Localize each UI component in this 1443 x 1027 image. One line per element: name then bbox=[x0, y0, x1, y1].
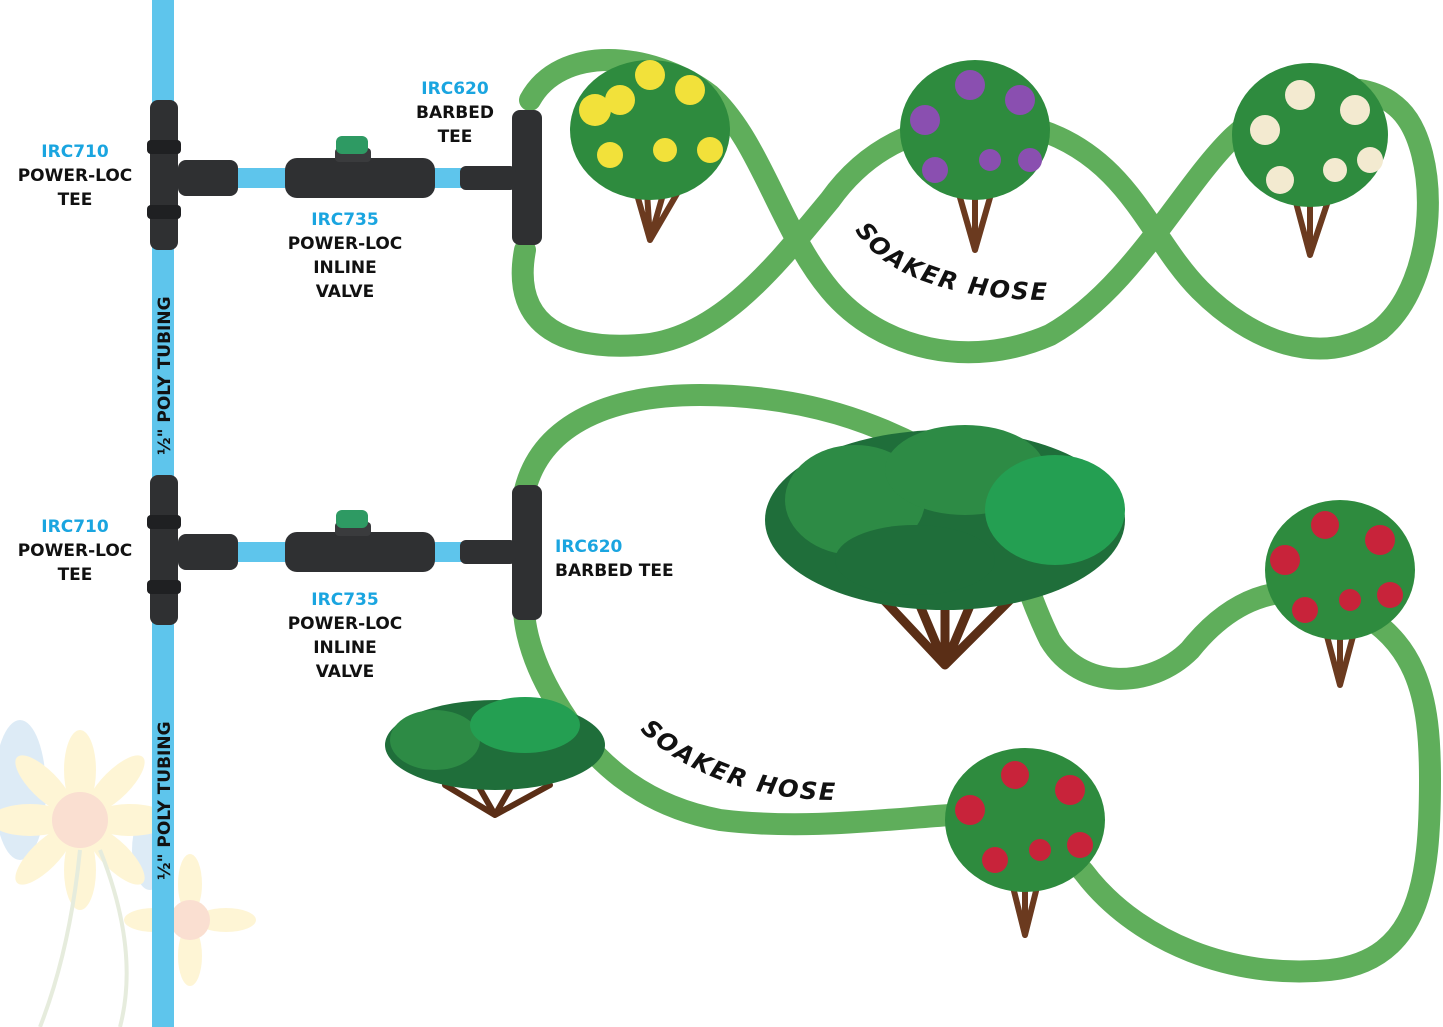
valve-line1-2: POWER-LOC bbox=[287, 614, 403, 634]
barbed-tee-line1-2: BARBED TEE bbox=[555, 561, 674, 581]
barbed-tee-code-1: IRC620 bbox=[421, 79, 489, 99]
inline-valve-2 bbox=[285, 510, 435, 572]
barbed-tee-label-1: IRC620 BARBED TEE bbox=[400, 77, 510, 149]
soaker-hose-1 bbox=[511, 49, 1439, 364]
poly-tubing-label-lower: ½" POLY TUBING bbox=[155, 721, 175, 880]
inline-valve-1 bbox=[285, 136, 435, 198]
yellow-rose-bush bbox=[570, 60, 730, 243]
power-loc-tee-2 bbox=[147, 475, 238, 625]
valve-label-2: IRC735 POWER-LOC INLINE VALVE bbox=[275, 588, 415, 684]
tee-line1-2: POWER-LOC bbox=[17, 541, 133, 561]
barbed-tee-line2-1: TEE bbox=[437, 127, 473, 147]
valve-line2-1: INLINE bbox=[313, 258, 377, 278]
barbed-tee-code-2: IRC620 bbox=[555, 537, 623, 557]
barbed-tee-2 bbox=[460, 485, 542, 620]
tee-line2-2: TEE bbox=[57, 565, 93, 585]
barbed-tee-line1-1: BARBED bbox=[416, 103, 494, 123]
valve-line3-1: VALVE bbox=[315, 282, 375, 302]
tee-code-2: IRC710 bbox=[41, 517, 109, 537]
valve-code-1: IRC735 bbox=[311, 210, 379, 230]
red-rose-bush bbox=[945, 748, 1105, 938]
tee-code-1: IRC710 bbox=[41, 142, 109, 162]
tee-label-1: IRC710 POWER-LOC TEE bbox=[5, 140, 145, 212]
valve-line3-2: VALVE bbox=[315, 662, 375, 682]
valve-line1-1: POWER-LOC bbox=[287, 234, 403, 254]
decorative-flower-background bbox=[0, 720, 256, 1027]
red-rose-bush bbox=[1265, 500, 1415, 688]
barbed-tee-label-2: IRC620 BARBED TEE bbox=[555, 535, 695, 583]
power-loc-tee-1 bbox=[147, 100, 238, 250]
purple-rose-bush bbox=[900, 60, 1050, 253]
valve-code-2: IRC735 bbox=[311, 590, 379, 610]
valve-label-1: IRC735 POWER-LOC INLINE VALVE bbox=[275, 208, 415, 304]
valve-line2-2: INLINE bbox=[313, 638, 377, 658]
cream-rose-bush bbox=[1232, 63, 1388, 258]
poly-tubing-label-upper: ½" POLY TUBING bbox=[155, 296, 175, 455]
soaker-hose-label-1: SOAKER HOSE bbox=[850, 217, 1049, 306]
tee-line2-1: TEE bbox=[57, 190, 93, 210]
large-shrub bbox=[765, 425, 1125, 670]
small-shrub bbox=[385, 697, 605, 818]
tee-label-2: IRC710 POWER-LOC TEE bbox=[5, 515, 145, 587]
tee-line1-1: POWER-LOC bbox=[17, 166, 133, 186]
barbed-tee-1 bbox=[460, 110, 542, 245]
